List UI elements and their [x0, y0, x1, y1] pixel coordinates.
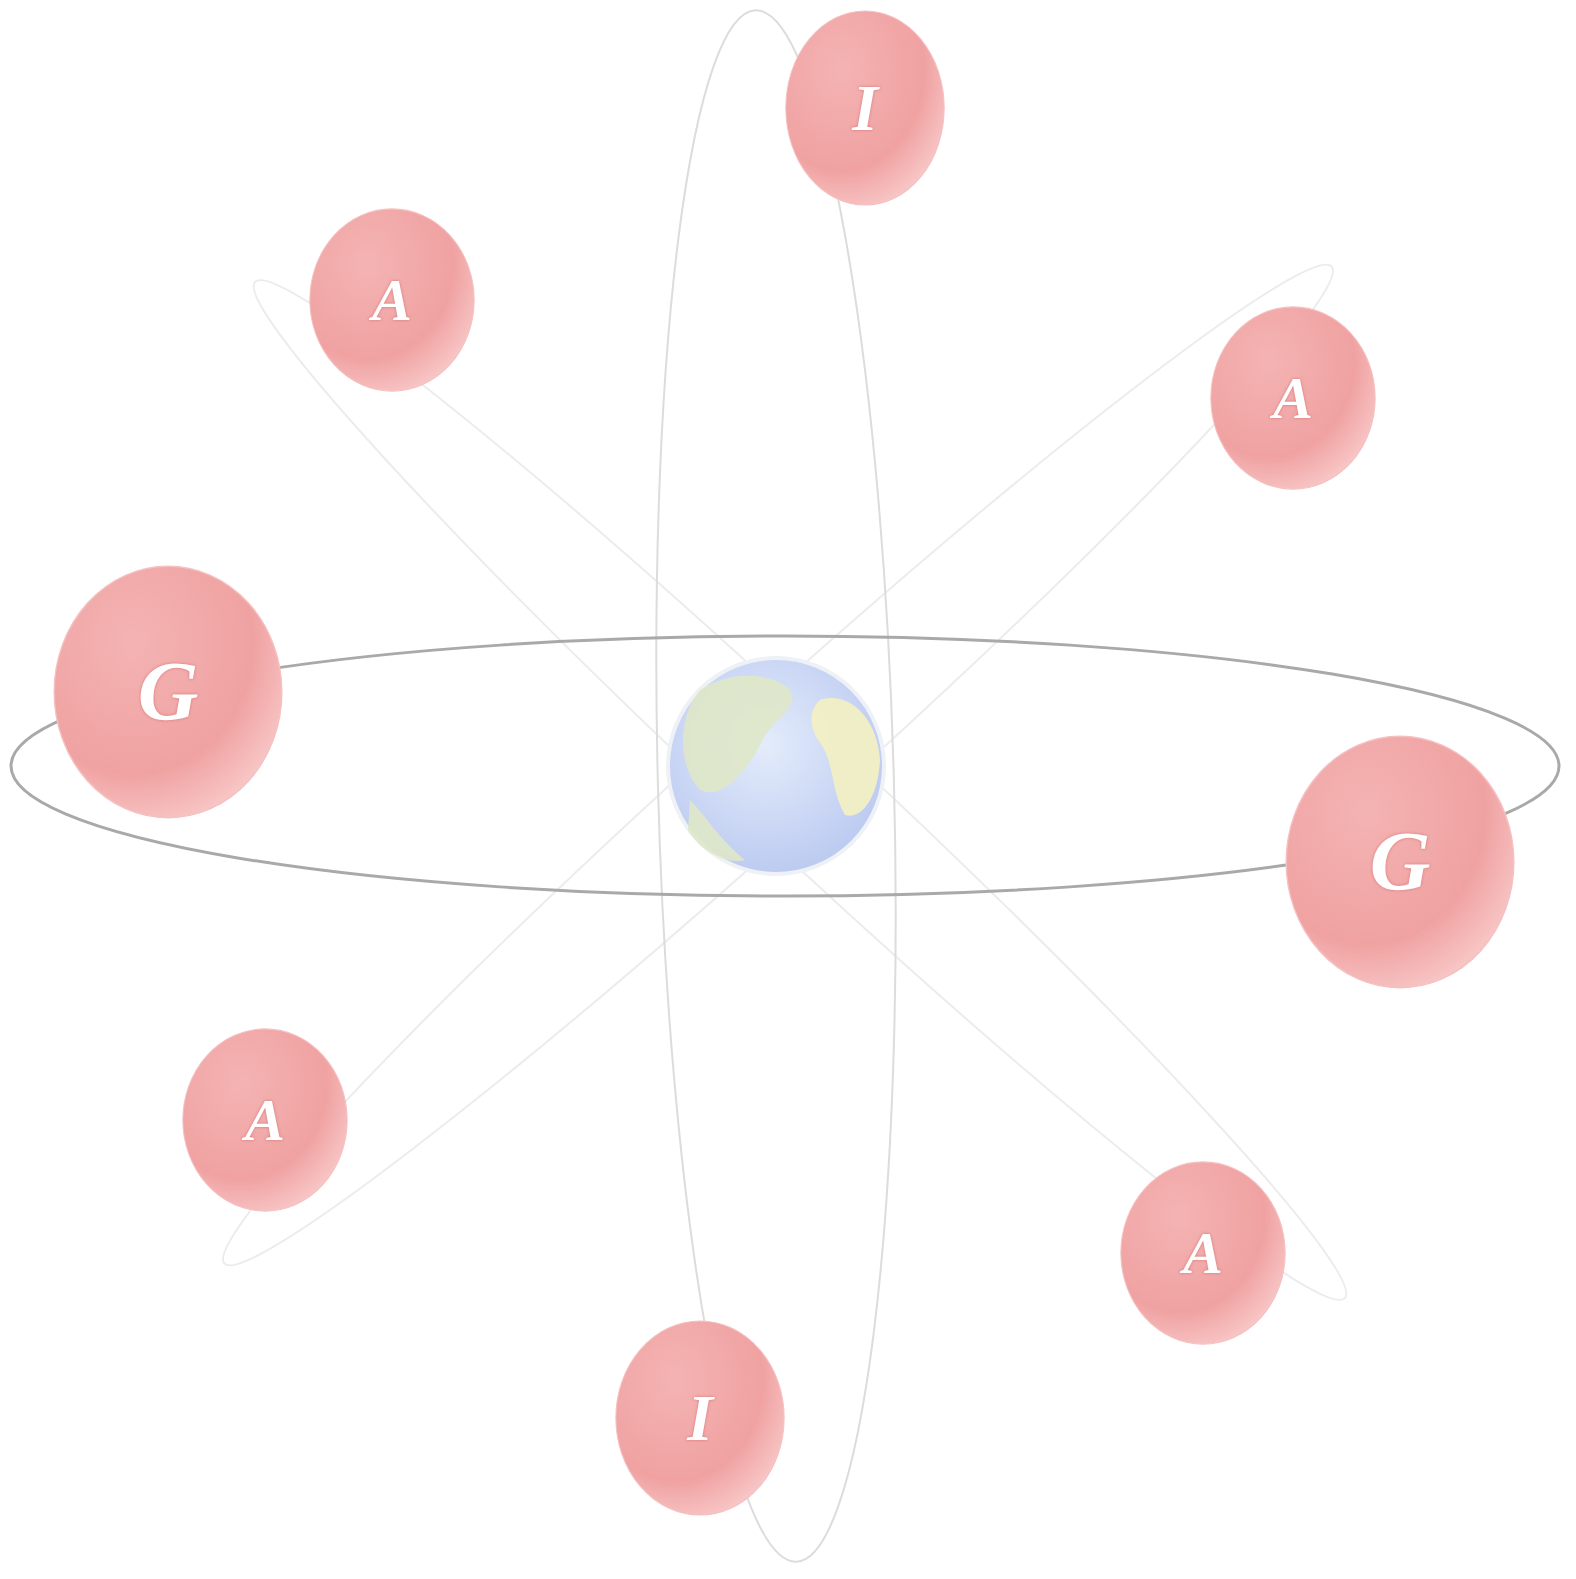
node-letter: A: [245, 1090, 285, 1150]
letter-circle: G: [53, 565, 283, 819]
letter-circle: A: [1120, 1161, 1286, 1345]
globe-illustration: [668, 658, 884, 874]
letter-circle: A: [309, 208, 475, 392]
node-letter: I: [687, 1385, 713, 1451]
letter-circle: I: [615, 1320, 785, 1516]
letter-circle: G: [1285, 735, 1515, 989]
letter-circle: I: [785, 10, 945, 206]
node-letter: A: [1183, 1223, 1223, 1283]
letter-circle: A: [1210, 306, 1376, 490]
letter-circle: A: [182, 1028, 348, 1212]
node-letter: A: [372, 270, 412, 330]
node-letter: G: [1370, 820, 1431, 904]
node-letter: G: [138, 650, 199, 734]
node-letter: I: [852, 75, 878, 141]
node-letter: A: [1273, 368, 1313, 428]
